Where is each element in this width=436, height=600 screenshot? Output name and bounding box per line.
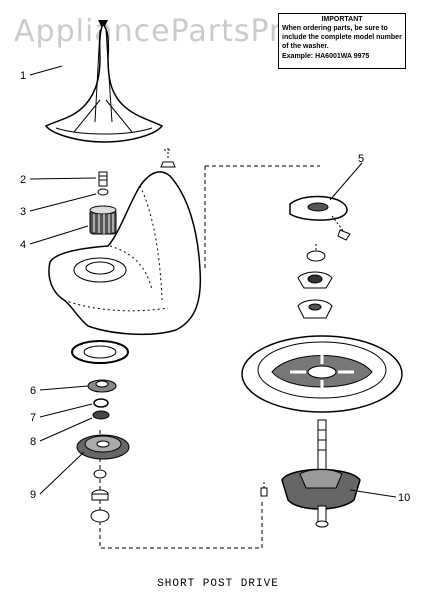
lower-hub-parts bbox=[90, 469, 110, 523]
brake-assembly-part bbox=[289, 195, 351, 241]
agitator-part bbox=[44, 20, 164, 143]
drive-pulley-part bbox=[241, 335, 403, 413]
callout-6: 6 bbox=[30, 385, 36, 397]
callout-5: 5 bbox=[358, 153, 364, 165]
notice-example: Example: HA6001WA 9975 bbox=[282, 53, 370, 60]
callout-4: 4 bbox=[20, 239, 26, 251]
notice-title: IMPORTANT bbox=[321, 16, 363, 23]
nut-part bbox=[160, 148, 176, 168]
bolt-part bbox=[98, 171, 108, 187]
callout-7: 7 bbox=[30, 412, 36, 424]
hub-seal-part bbox=[87, 379, 117, 393]
callout-2: 2 bbox=[20, 174, 26, 186]
callout-10: 10 bbox=[398, 492, 410, 504]
retaining-ring-part bbox=[93, 398, 109, 408]
callout-3: 3 bbox=[20, 206, 26, 218]
thrust-washer-part bbox=[92, 410, 110, 420]
leader-lines bbox=[29, 65, 397, 498]
coupling-gear-part bbox=[89, 205, 117, 235]
pulley-bracket-part bbox=[297, 244, 333, 319]
wash-tub-part bbox=[48, 171, 202, 336]
transmission-part bbox=[260, 419, 361, 528]
notice-body: When ordering parts, be sure to include … bbox=[282, 25, 402, 50]
assembly-connection-line bbox=[99, 165, 320, 549]
callout-9: 9 bbox=[30, 489, 36, 501]
diagram-caption: SHORT POST DRIVE bbox=[157, 578, 279, 590]
important-notice: IMPORTANT When ordering parts, be sure t… bbox=[278, 13, 406, 69]
tub-gasket-part bbox=[71, 340, 129, 364]
washer-part bbox=[97, 188, 109, 196]
drive-hub-part bbox=[76, 434, 130, 460]
callout-1: 1 bbox=[20, 70, 26, 82]
callout-8: 8 bbox=[30, 436, 36, 448]
